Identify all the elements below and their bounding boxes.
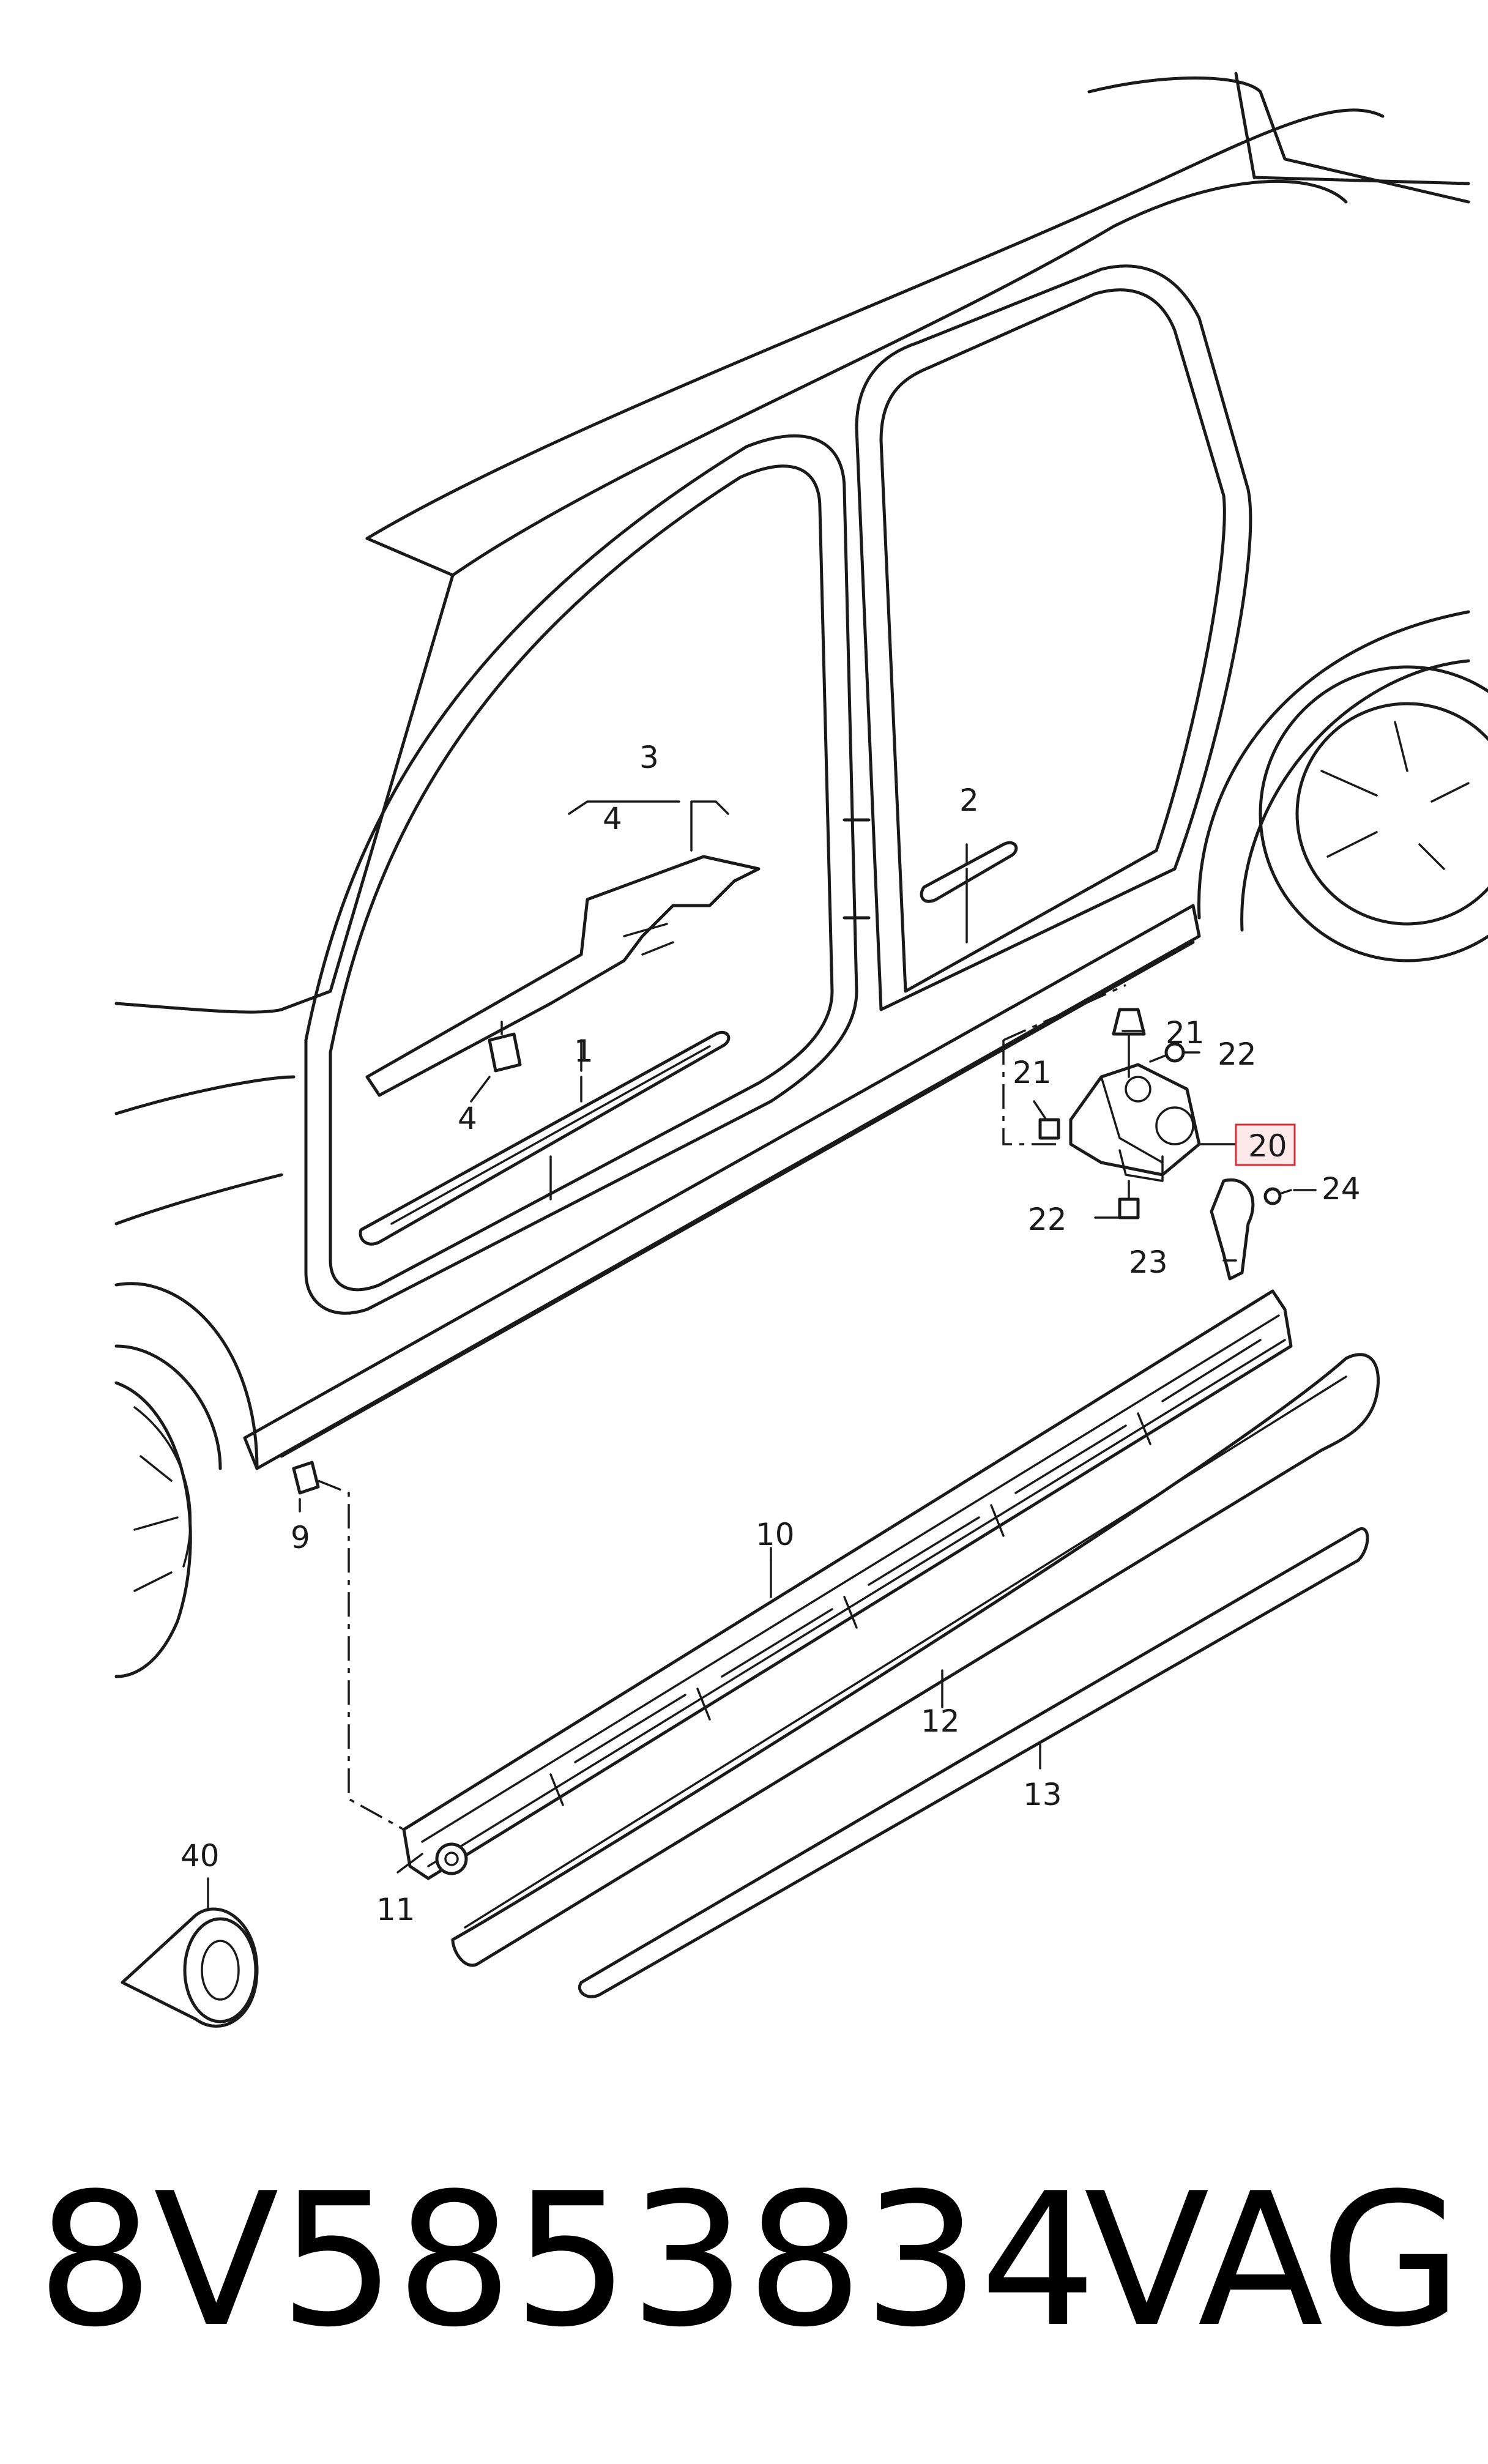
callout-12: 12	[921, 1703, 960, 1739]
callout-20: 20	[1248, 1128, 1287, 1164]
callout-22-bottom: 22	[1028, 1202, 1067, 1237]
stud-part-9	[292, 1461, 404, 1831]
sill-trim-part-2	[920, 841, 1018, 944]
tape-roll-part-40	[121, 1877, 259, 2028]
sill-carrier-part-10	[402, 1289, 1293, 1880]
callout-23: 23	[1129, 1245, 1168, 1280]
part-number: 8V5853834	[37, 2154, 1097, 2367]
clip-part-4	[470, 1021, 522, 1103]
callout-2: 2	[959, 783, 979, 818]
footer: 8V5853834 VAG	[37, 2160, 1462, 2362]
callout-21-left: 21	[1013, 1055, 1052, 1090]
sill-cover-part-12	[451, 1353, 1380, 1967]
callout-40: 40	[180, 1838, 220, 1874]
callout-4-upper: 4	[603, 801, 622, 836]
callout-21-top: 21	[1166, 1015, 1205, 1051]
callout-20-highlight	[1235, 1123, 1296, 1166]
callout-leaders	[580, 843, 1317, 1561]
callout-9: 9	[291, 1520, 310, 1555]
callout-13: 13	[1023, 1777, 1062, 1812]
callout-labels: 1 2 3 4 4 9 10 11 12 13 20 21 21 22 22 2…	[180, 740, 1361, 1927]
callout-4-lower: 4	[458, 1101, 477, 1136]
trim-strip-part-13	[578, 1527, 1369, 1998]
callout-10: 10	[756, 1517, 795, 1552]
sill-trim-part-1	[359, 1030, 731, 1246]
clip-part-23	[1210, 1178, 1292, 1281]
trim-panel-upper	[365, 800, 761, 1097]
callout-11: 11	[376, 1892, 415, 1927]
brand-name: VAG	[1084, 2154, 1462, 2367]
callout-3: 3	[639, 740, 659, 775]
nut-part-11	[396, 1842, 468, 1875]
car-body-outline	[114, 72, 1488, 1678]
callout-22-top: 22	[1218, 1037, 1257, 1072]
callout-24: 24	[1322, 1171, 1361, 1207]
callout-1: 1	[574, 1033, 593, 1069]
